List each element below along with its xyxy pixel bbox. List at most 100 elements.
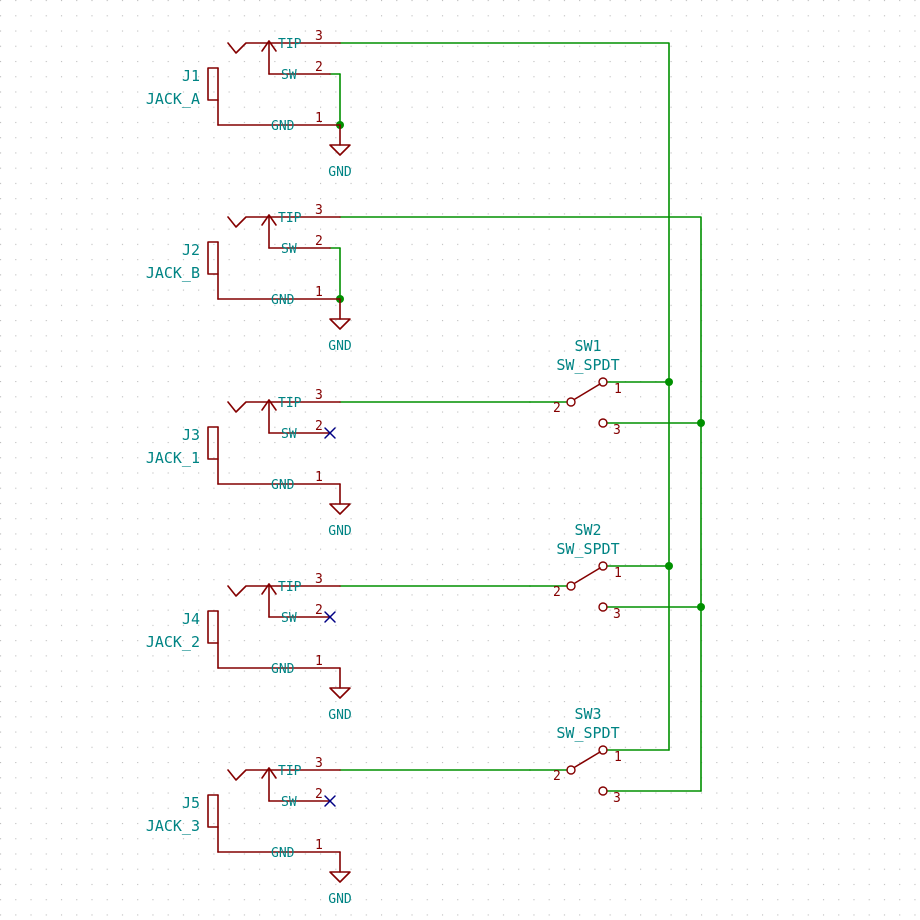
jack-gnd-name: GND [271,662,295,677]
ground-symbol: GND [328,851,352,907]
ground-triangle [329,687,351,699]
no-connect-stroke [324,427,336,439]
ground-label: GND [328,339,352,354]
ground-label: GND [328,708,352,723]
switch-a-number: 1 [614,750,622,765]
jack-sw-number: 2 [315,787,323,802]
jack-body [207,426,219,460]
switch-reference: SW3 [574,705,601,723]
jack-value: JACK_3 [146,817,200,835]
junction-dot [665,562,673,570]
switch-a-number: 1 [614,382,622,397]
jack-tip-name: TIP [278,580,302,595]
switch-common-contact [566,397,576,407]
jack-gnd-name: GND [271,119,295,134]
jack-tip-number: 3 [315,29,323,44]
switch-value: SW_SPDT [556,724,619,742]
switch-lever [574,567,601,584]
jack-body [207,794,219,828]
jack-value: JACK_B [146,264,200,282]
jack-tip-number: 3 [315,388,323,403]
jack-tip-number: 3 [315,203,323,218]
jack-value: JACK_2 [146,633,200,651]
no-connect-stroke [324,611,336,623]
ground-label: GND [328,892,352,907]
jack-sw-name: SW [281,427,297,442]
jack-reference: J5 [182,794,200,812]
switch-common-number: 2 [553,769,561,784]
jack-reference: J1 [182,67,200,85]
ground-symbol: GND [328,483,352,539]
ground-label: GND [328,165,352,180]
no-connect-marker [324,795,336,807]
jack-gnd-number: 1 [315,111,323,126]
no-connect-stroke [324,795,336,807]
jack-tip-contact [227,401,341,413]
switch-value: SW_SPDT [556,540,619,558]
switch-lever [574,383,601,400]
switch-throw-b [598,602,608,612]
switch-throw-b [598,418,608,428]
wire-layer [329,42,705,792]
switch-lever [574,751,601,768]
jack-gnd-number: 1 [315,654,323,669]
jack-sw-name: SW [281,795,297,810]
jack-tip-name: TIP [278,396,302,411]
wire-bus-jack-b [339,216,702,792]
switch-a-number: 1 [614,566,622,581]
switch-value: SW_SPDT [556,356,619,374]
jack-tip-name: TIP [278,211,302,226]
ground-triangle [329,871,351,883]
jack-body [207,241,219,275]
jack-tip-number: 3 [315,756,323,771]
jack-tip-contact [227,42,341,54]
switch-reference: SW1 [574,337,601,355]
jack-sw-name: SW [281,242,297,257]
ground-label: GND [328,524,352,539]
wire-bus-jack-a [339,42,670,751]
jack-body [207,67,219,101]
jack-sw-number: 2 [315,60,323,75]
switch-reference: SW2 [574,521,601,539]
jack-sw-name: SW [281,611,297,626]
jack-reference: J4 [182,610,200,628]
switch-b-number: 3 [613,607,621,622]
jack-sw-number: 2 [315,419,323,434]
jack-tip-number: 3 [315,572,323,587]
jack-sw-number: 2 [315,603,323,618]
jack-value: JACK_A [146,90,200,108]
jack-sw-name: SW [281,68,297,83]
component-layer: TIPSWGND321J1JACK_AGNDTIPSWGND321J2JACK_… [146,29,622,907]
switch-common-contact [566,765,576,775]
ground-triangle [329,318,351,330]
switch-b-number: 3 [613,791,621,806]
switch-throw-a [598,745,608,755]
no-connect-marker [324,611,336,623]
jack-gnd-number: 1 [315,285,323,300]
switch-common-number: 2 [553,401,561,416]
switch-common-number: 2 [553,585,561,600]
jack-gnd-name: GND [271,846,295,861]
switch-throw-a [598,561,608,571]
switch-b-number: 3 [613,423,621,438]
junction-dot [697,419,705,427]
switch-throw-a [598,377,608,387]
jack-tip-contact [227,585,341,597]
jack-tip-name: TIP [278,764,302,779]
jack-value: JACK_1 [146,449,200,467]
ground-symbol: GND [328,298,352,354]
jack-tip-contact [227,216,341,228]
jack-gnd-name: GND [271,478,295,493]
jack-reference: J2 [182,241,200,259]
ground-symbol: GND [328,124,352,180]
jack-reference: J3 [182,426,200,444]
